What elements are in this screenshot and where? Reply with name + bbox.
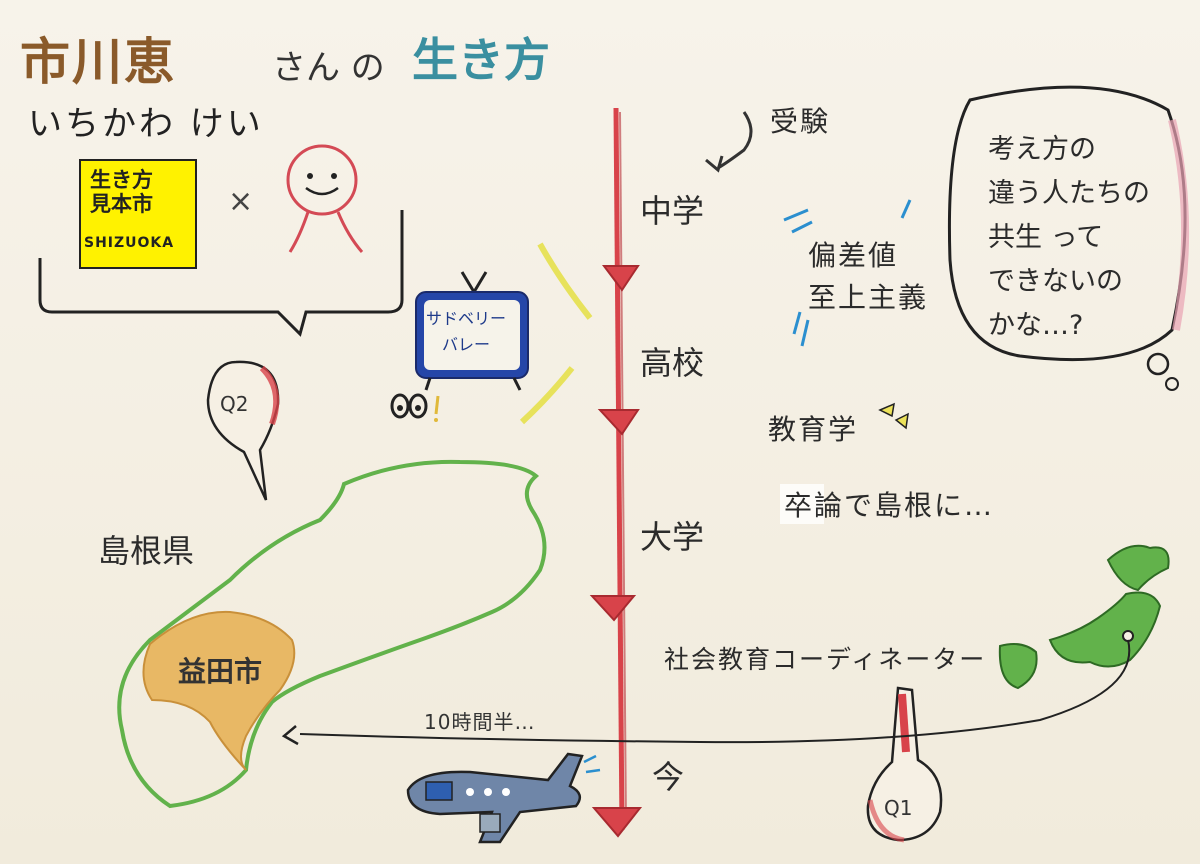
city-label: 益田市 [178, 655, 263, 688]
timeline [589, 107, 643, 838]
q2-pin-icon [206, 360, 280, 501]
thought-bubble-icon [947, 85, 1190, 391]
stage-high-school: 高校 [640, 344, 705, 382]
travel-route-arrowhead-icon [281, 725, 299, 746]
q1-label: Q1 [884, 796, 913, 820]
stage-university: 大学 [640, 518, 705, 556]
badge-line-1: 生き方 [90, 168, 153, 192]
badge-yellow-box [79, 159, 197, 269]
note-sotsuron: 卒論で島根に… [784, 489, 995, 522]
timeline-arrow-2-icon [597, 409, 640, 436]
exam-arrow-icon [717, 111, 753, 170]
surprised-eyes-icon [390, 393, 440, 422]
thought-bubble-text: 考え方の 違う人たちの 共生 って できないの かな…? [988, 134, 1150, 341]
exam-label: 受験 [770, 105, 831, 138]
note-hensachi: 偏差値 [808, 239, 899, 272]
title-name: 市川恵 [20, 33, 176, 91]
smiley-person-icon [286, 144, 364, 253]
accent-marks-icon [783, 199, 912, 430]
q2-label: Q2 [220, 392, 249, 416]
timeline-arrow-3-icon [589, 595, 637, 622]
times-symbol: × [228, 184, 254, 219]
sotsuron-highlight [780, 484, 824, 524]
exam-arrowhead-icon [705, 155, 724, 173]
japan-map-icon [998, 544, 1170, 690]
tv-label: サドベリー バレー [426, 309, 507, 354]
title-topic: 生き方 [412, 33, 550, 87]
note-shijo: 至上主義 [808, 281, 929, 314]
masuda-city-area [142, 610, 296, 771]
stage-junior-high: 中学 [640, 192, 705, 230]
emphasis-stroke-icon [537, 242, 593, 320]
travel-time-label: 10時間半… [424, 710, 536, 734]
emphasis-stroke-icon [519, 366, 575, 425]
shimane-map-icon [117, 459, 547, 809]
stage-coordinator: 社会教育コーディネーター [664, 645, 987, 674]
airplane-icon [406, 752, 601, 844]
name-reading: いちかわ けい [28, 104, 264, 144]
travel-route-line [299, 639, 1131, 744]
stage-now: 今 [652, 758, 685, 796]
q1-pin-icon [866, 686, 943, 843]
speech-box-outline [38, 210, 404, 337]
title-suffix: さん の [272, 48, 385, 88]
timeline-arrow-4-icon [591, 807, 643, 838]
prefecture-label: 島根県 [98, 532, 195, 570]
tv-icon [415, 271, 529, 391]
note-kyoikugaku: 教育学 [768, 413, 859, 446]
badge-title: 生き方 見本市 [90, 168, 153, 216]
badge-line-2: 見本市 [90, 192, 153, 216]
timeline-arrow-1-icon [602, 265, 640, 292]
badge-shizuoka: SHIZUOKA [84, 235, 175, 251]
